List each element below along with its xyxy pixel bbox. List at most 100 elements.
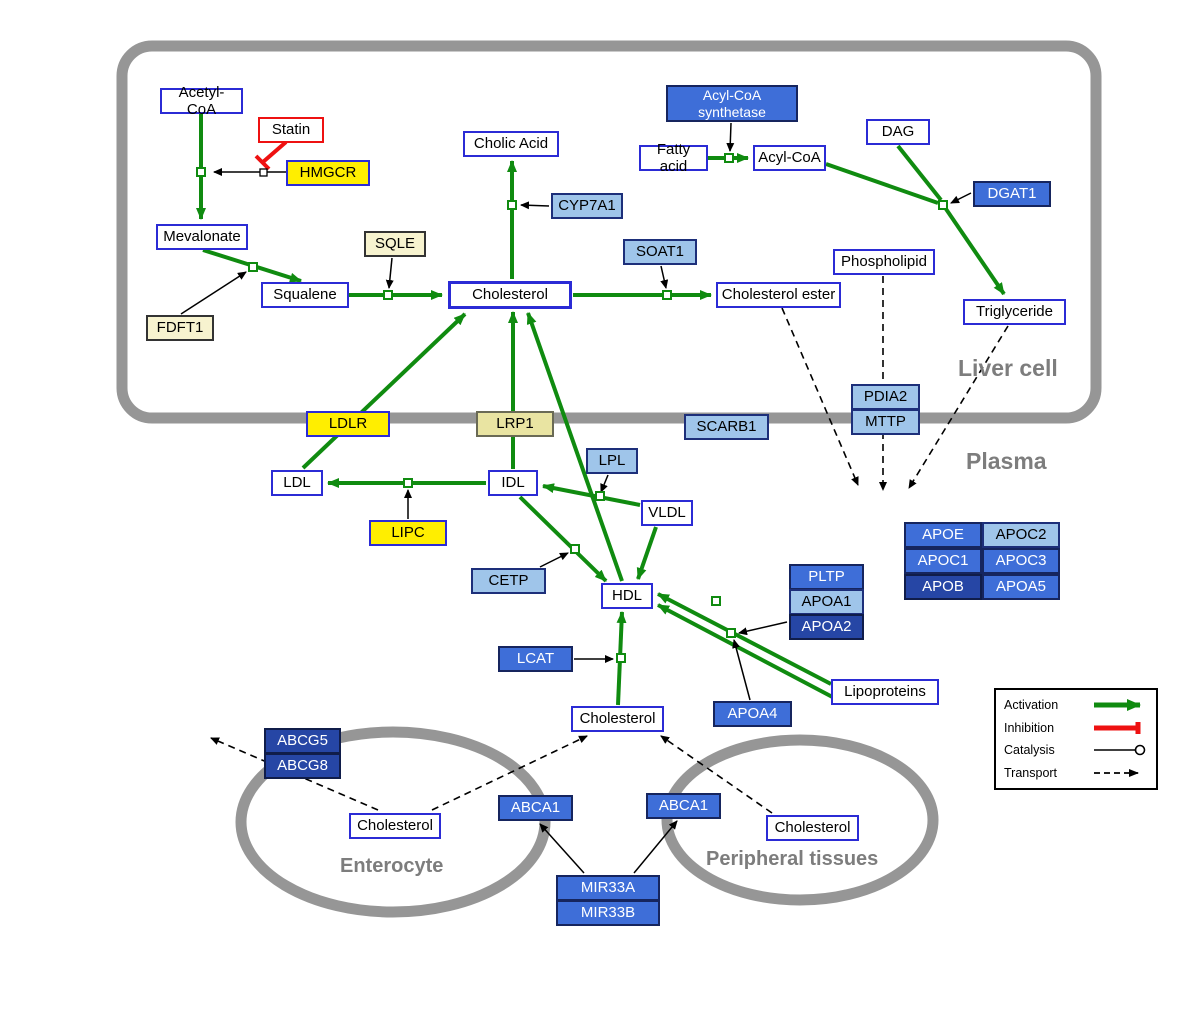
edge-acylcoasynthetase-catalysis	[726, 122, 735, 152]
reaction-node	[662, 290, 672, 300]
node-apoa5[interactable]: APOA5	[982, 574, 1060, 600]
edge-hdl-cholesterol	[526, 312, 624, 582]
legend-inhibition-label: Inhibition	[1004, 720, 1055, 735]
activation-arrow-icon	[1094, 699, 1141, 712]
node-sqle[interactable]: SQLE	[364, 231, 426, 257]
node-lrp1[interactable]: LRP1	[476, 411, 554, 437]
node-acyl-coa-synthetase[interactable]: Acyl-CoA synthetase	[666, 85, 798, 122]
node-apoa4[interactable]: APOA4	[713, 701, 792, 727]
edge-apoa4-catalysis	[732, 639, 751, 701]
legend-catalysis-label: Catalysis	[1004, 743, 1055, 758]
node-abca1-right[interactable]: ABCA1	[646, 793, 721, 819]
edge-lipoproteins-hdl-upper	[657, 592, 832, 686]
edge-mir33-abca1-left	[539, 823, 585, 874]
peripheral-tissues-membrane	[661, 734, 939, 906]
enterocyte-membrane	[235, 726, 551, 918]
node-pltp[interactable]: PLTP	[789, 564, 864, 590]
node-abcg8[interactable]: ABCG8	[264, 753, 341, 779]
reaction-node	[938, 200, 948, 210]
node-apoc3[interactable]: APOC3	[982, 548, 1060, 574]
node-fatty-acid[interactable]: Fatty acid	[639, 141, 708, 175]
reaction-node	[711, 596, 721, 606]
node-apoa1[interactable]: APOA1	[789, 589, 864, 615]
edge-fdft1-catalysis	[180, 271, 247, 315]
node-hmgcr[interactable]: HMGCR	[286, 160, 370, 186]
legend-transport-label: Transport	[1004, 765, 1058, 780]
reaction-nodes	[196, 153, 948, 663]
node-cholesterol-liver[interactable]: Cholesterol	[448, 281, 572, 309]
legend-row-activation: Activation	[1004, 695, 1148, 715]
node-mir33b[interactable]: MIR33B	[556, 900, 660, 926]
node-mevalonate[interactable]: Mevalonate	[156, 224, 248, 250]
statin-inhibition-tee	[254, 154, 271, 171]
legend-activation-label: Activation	[1004, 698, 1059, 713]
node-dag[interactable]: DAG	[866, 119, 930, 145]
node-cholesterol-enterocyte[interactable]: Cholesterol	[349, 813, 441, 839]
reaction-node	[616, 653, 626, 663]
edge-cyp7a1-catalysis	[520, 201, 550, 210]
edge-cetp-catalysis	[539, 552, 569, 568]
node-vldl[interactable]: VLDL	[641, 500, 693, 526]
node-apoc1[interactable]: APOC1	[904, 548, 982, 574]
node-cholesterol-ester[interactable]: Cholesterol ester	[716, 282, 841, 308]
node-mir33a[interactable]: MIR33A	[556, 875, 660, 901]
legend: Activation Inhibition Catalysis Transpor…	[994, 688, 1158, 790]
reaction-node	[570, 544, 580, 554]
node-statin[interactable]: Statin	[258, 117, 324, 143]
enterocyte-label: Enterocyte	[340, 855, 444, 877]
node-scarb1[interactable]: SCARB1	[684, 414, 769, 440]
legend-row-inhibition: Inhibition	[1004, 718, 1148, 738]
node-acetyl-coa[interactable]: Acetyl-CoA	[160, 84, 243, 118]
edge-mir33-abca1-right	[633, 820, 678, 874]
reaction-node	[726, 628, 736, 638]
node-triglyceride[interactable]: Triglyceride	[963, 299, 1066, 325]
edge-sqle-catalysis	[385, 257, 394, 289]
node-idl[interactable]: IDL	[488, 470, 538, 496]
node-ldl[interactable]: LDL	[271, 470, 323, 496]
node-apoe[interactable]: APOE	[904, 522, 982, 548]
reaction-node	[595, 491, 605, 501]
edge-cholesterolester-transport	[781, 307, 859, 486]
node-lcat[interactable]: LCAT	[498, 646, 573, 672]
edge-apoa1stack-catalysis	[738, 621, 788, 636]
node-mttp[interactable]: MTTP	[851, 409, 920, 435]
node-cetp[interactable]: CETP	[471, 568, 546, 594]
node-lpl[interactable]: LPL	[586, 448, 638, 474]
plasma-label: Plasma	[966, 448, 1047, 474]
reaction-node	[507, 200, 517, 210]
node-dgat1[interactable]: DGAT1	[973, 181, 1051, 207]
node-apob[interactable]: APOB	[904, 574, 982, 600]
edge-lpl-catalysis	[600, 474, 609, 493]
node-cholesterol-peripheral[interactable]: Cholesterol	[766, 815, 859, 841]
edge-lipoproteins-hdl-lower	[657, 603, 841, 703]
node-abca1-left[interactable]: ABCA1	[498, 795, 573, 821]
node-acyl-coa[interactable]: Acyl-CoA	[753, 145, 826, 171]
node-lipc[interactable]: LIPC	[369, 520, 447, 546]
node-apoa2[interactable]: APOA2	[789, 614, 864, 640]
edge-dgat1-catalysis	[950, 192, 972, 204]
node-cyp7a1[interactable]: CYP7A1	[551, 193, 623, 219]
node-cholesterol-plasma[interactable]: Cholesterol	[571, 706, 664, 732]
edge-enterocyte-cholesterol-plasma-transport	[431, 735, 588, 811]
node-apoc2[interactable]: APOC2	[982, 522, 1060, 548]
reaction-node	[196, 167, 206, 177]
node-ldlr[interactable]: LDLR	[306, 411, 390, 437]
edge-idl-hdl-cetp	[518, 495, 608, 583]
node-soat1[interactable]: SOAT1	[623, 239, 697, 265]
edge-ldl-ldlr-cholesterol	[301, 312, 467, 470]
node-lipoproteins[interactable]: Lipoproteins	[831, 679, 939, 705]
node-phospholipid[interactable]: Phospholipid	[833, 249, 935, 275]
node-hdl[interactable]: HDL	[601, 583, 653, 609]
node-squalene[interactable]: Squalene	[261, 282, 349, 308]
edge-soat1-catalysis	[660, 265, 669, 289]
node-fdft1[interactable]: FDFT1	[146, 315, 214, 341]
transport-dashed-arrow-icon	[1094, 768, 1139, 777]
edge-statin-inhibition	[261, 140, 288, 164]
catalysis-node	[259, 168, 268, 177]
node-pdia2[interactable]: PDIA2	[851, 384, 920, 410]
inhibition-tee-icon	[1094, 721, 1141, 734]
node-abcg5[interactable]: ABCG5	[264, 728, 341, 754]
node-cholic-acid[interactable]: Cholic Acid	[463, 131, 559, 157]
liver-cell-membrane	[116, 40, 1102, 424]
peripheral-tissues-label: Peripheral tissues	[706, 848, 879, 870]
